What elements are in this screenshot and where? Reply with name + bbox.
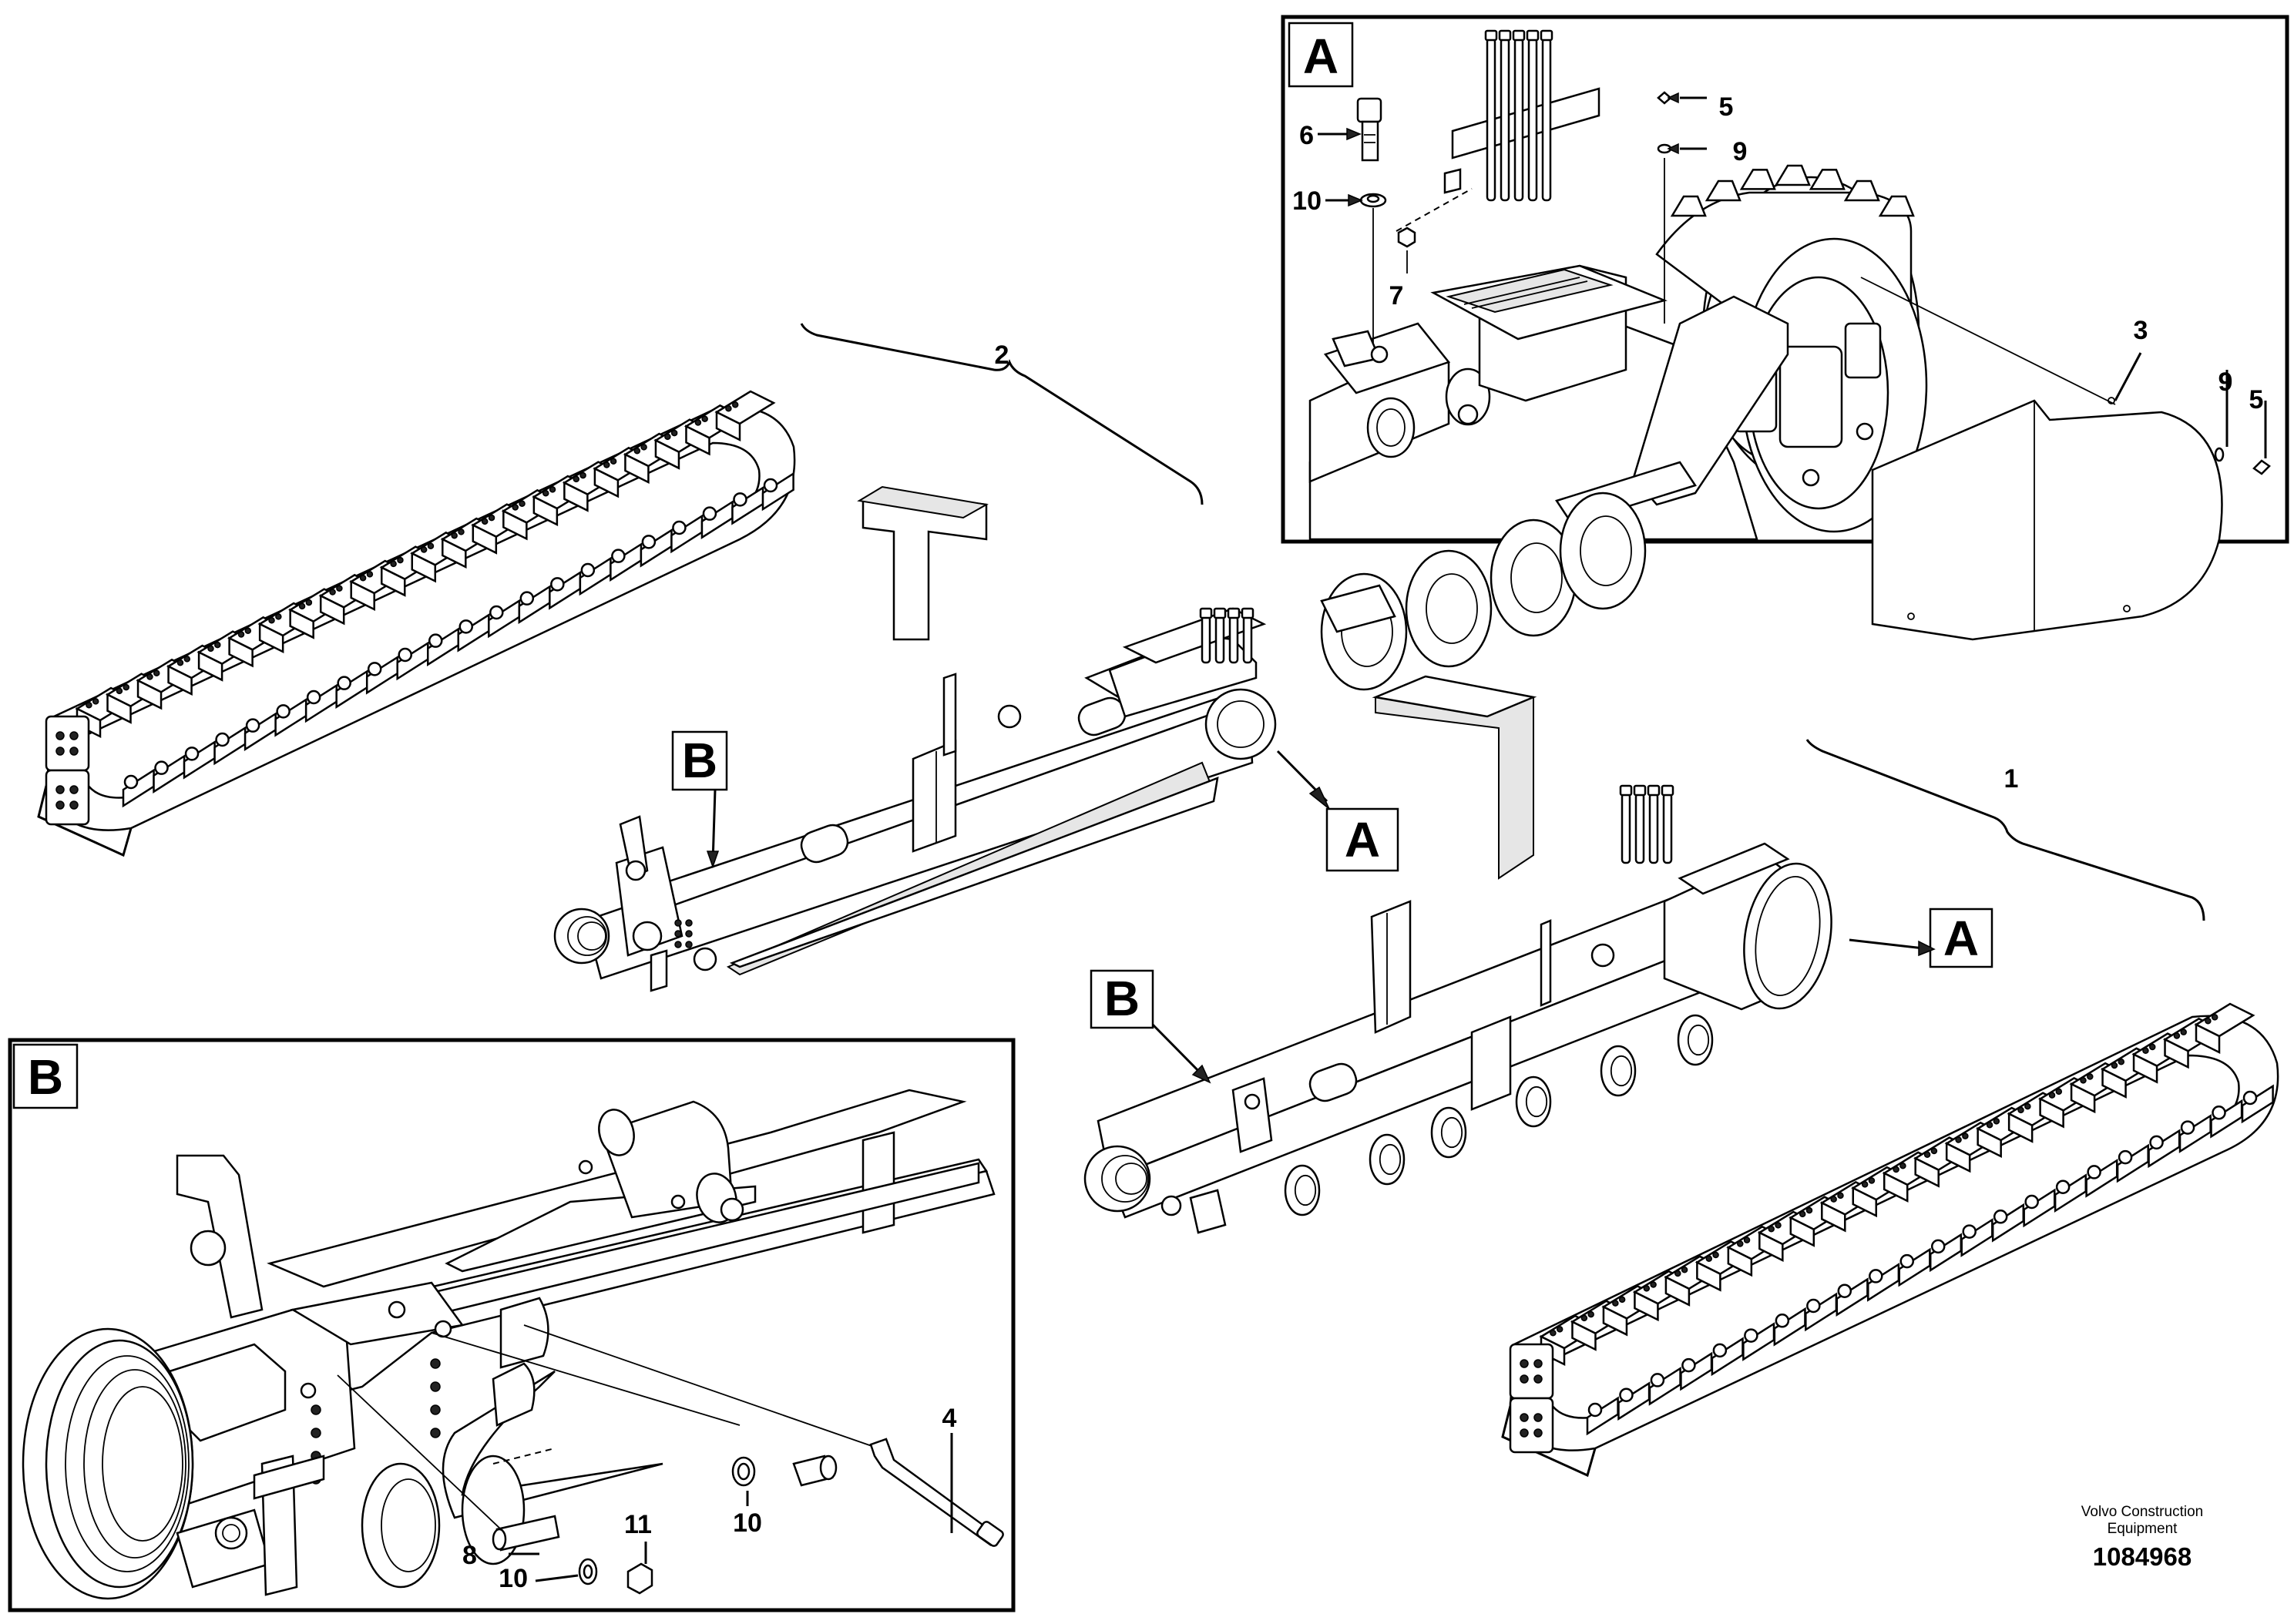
part-number-10-rod: 10 xyxy=(733,1508,762,1538)
callout-b-right: B xyxy=(1090,969,1211,1084)
callout-a-right: A xyxy=(1849,908,1993,968)
svg-text:B: B xyxy=(682,733,717,788)
view-b-label: B xyxy=(28,1049,63,1105)
footer-block: Volvo Construction Equipment 1084968 xyxy=(2003,1504,2281,1572)
undercarriage-frame-left xyxy=(553,490,1277,992)
part-number-3: 3 xyxy=(2134,316,2148,345)
leader-bracket-2 xyxy=(800,323,1204,505)
part-number-9-top: 9 xyxy=(1733,137,1748,166)
part-number-10-pin: 10 xyxy=(499,1564,528,1593)
part-number-7: 7 xyxy=(1389,281,1404,310)
part-number-1: 1 xyxy=(2004,764,2019,794)
part-number-8: 8 xyxy=(462,1541,477,1570)
leader-bracket-1 xyxy=(1805,739,2205,921)
brand-line-2: Equipment xyxy=(2107,1521,2178,1537)
part-number-4: 4 xyxy=(942,1404,957,1433)
track-chain-right xyxy=(1501,1002,2279,1478)
callout-a-main: A xyxy=(1276,750,1399,872)
svg-text:A: A xyxy=(1345,812,1380,867)
detail-view-a: A xyxy=(1281,15,2289,691)
part-number-5-top: 5 xyxy=(1719,92,1734,122)
part-number-5-right: 5 xyxy=(2249,385,2264,414)
detail-view-b: B xyxy=(8,1038,1016,1612)
callout-b-main: B xyxy=(671,730,728,869)
track-chain-left xyxy=(37,390,796,857)
part-number-11: 11 xyxy=(624,1510,652,1539)
drawing-number: 1084968 xyxy=(2092,1542,2192,1571)
view-a-label: A xyxy=(1303,29,1338,84)
part-number-2: 2 xyxy=(995,341,1009,370)
undercarriage-frame-right xyxy=(1083,784,1832,1234)
svg-text:B: B xyxy=(1104,971,1140,1026)
cover-plate-left xyxy=(857,485,989,519)
part-number-9-right: 9 xyxy=(2218,367,2233,397)
part-number-6: 6 xyxy=(1299,121,1314,150)
part-number-10-view-a: 10 xyxy=(1292,186,1322,216)
svg-text:A: A xyxy=(1943,911,1979,966)
brand-line-1: Volvo Construction xyxy=(2081,1504,2204,1520)
